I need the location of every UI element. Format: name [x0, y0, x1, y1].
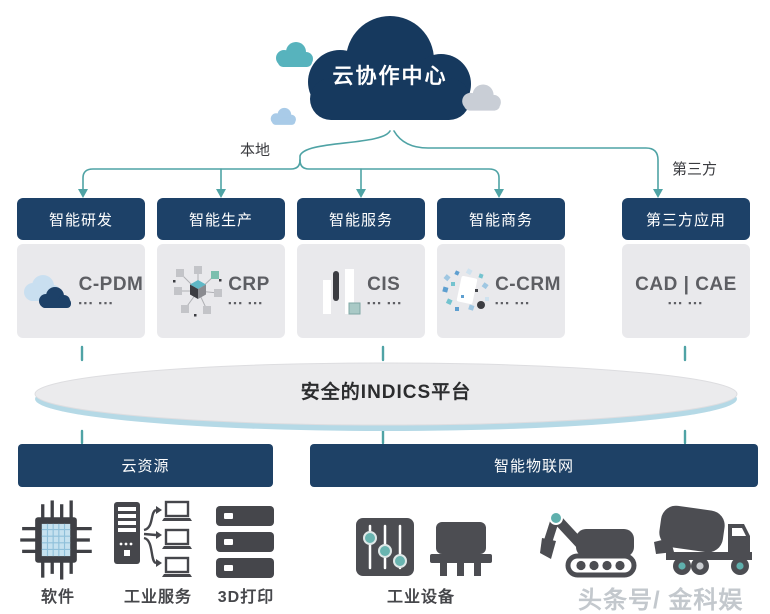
watermark-text: 头条号/ 金科娱	[578, 587, 744, 614]
cloud-icon	[308, 16, 471, 120]
module-title: 智能商务	[437, 198, 565, 240]
app-name: CRP	[228, 274, 270, 295]
module-title: 智能生产	[157, 198, 285, 240]
module-title: 第三方应用	[622, 198, 750, 240]
printing-stack-icon	[216, 506, 274, 578]
resource-label-3d-printing: 3D打印	[217, 589, 275, 606]
app-dots: ▪▪▪ ▪▪▪	[228, 298, 264, 308]
c-crm-scatter-icon	[442, 268, 490, 311]
excavator-icon	[540, 511, 637, 578]
module-production: 智能生产 CRP	[157, 198, 285, 338]
foundation-cloud-resources: 云资源	[18, 444, 273, 487]
mixer-truck-icon	[654, 505, 752, 575]
module-card: CRP ▪▪▪ ▪▪▪	[157, 244, 285, 338]
app-name: C-CRM	[495, 274, 561, 295]
module-service: 智能服务 CIS ▪▪▪ ▪▪▪	[297, 198, 425, 338]
module-card: C-CRM ▪▪▪ ▪▪▪	[437, 244, 565, 338]
app-dots: ▪▪▪ ▪▪▪	[367, 298, 403, 308]
resource-label-industrial-equipment: 工业设备	[386, 589, 455, 606]
c-pdm-cloud-icon	[23, 275, 71, 308]
small-cloud-blue-icon	[270, 107, 296, 125]
app-name: CIS	[367, 274, 401, 295]
cloud-label: 云协作中心	[332, 65, 448, 88]
platform-label: 安全的INDICS平台	[300, 382, 472, 403]
app-dots: ▪▪▪ ▪▪▪	[495, 298, 531, 308]
platform-ellipse	[34, 362, 738, 431]
foundation-smart-iot: 智能物联网	[310, 444, 758, 487]
resource-label-industrial-services: 工业服务	[123, 589, 192, 606]
equipment-machine-icon	[430, 522, 492, 576]
module-title: 智能服务	[297, 198, 425, 240]
crp-cube-network-icon	[173, 266, 223, 317]
app-name: CAD | CAE	[635, 274, 737, 295]
module-card: C-PDM ▪▪▪ ▪▪▪	[17, 244, 145, 338]
industrial-services-icon	[114, 500, 192, 577]
module-business: 智能商务	[437, 198, 565, 338]
cis-bars-icon	[323, 269, 361, 315]
module-card: CAD | CAE ▪▪▪ ▪▪▪	[622, 244, 750, 338]
module-title: 智能研发	[17, 198, 145, 240]
module-card: CIS ▪▪▪ ▪▪▪	[297, 244, 425, 338]
software-chip-icon	[20, 500, 92, 580]
indics-platform: 安全的INDICS平台	[30, 362, 742, 436]
app-dots: ▪▪▪ ▪▪▪	[78, 298, 115, 308]
label-third-party: 第三方	[672, 161, 718, 178]
module-third-party: 第三方应用 CAD | CAE ▪▪▪ ▪▪▪	[622, 198, 750, 338]
small-cloud-gray-icon	[462, 84, 501, 111]
module-rd: 智能研发 C-PDM ▪▪▪ ▪▪▪	[17, 198, 145, 338]
equipment-sliders-icon	[356, 518, 414, 576]
app-dots: ▪▪▪ ▪▪▪	[668, 298, 704, 308]
label-local: 本地	[240, 142, 271, 159]
small-cloud-teal-icon	[276, 42, 313, 67]
app-name: C-PDM	[78, 274, 144, 295]
resource-label-software: 软件	[40, 589, 75, 606]
